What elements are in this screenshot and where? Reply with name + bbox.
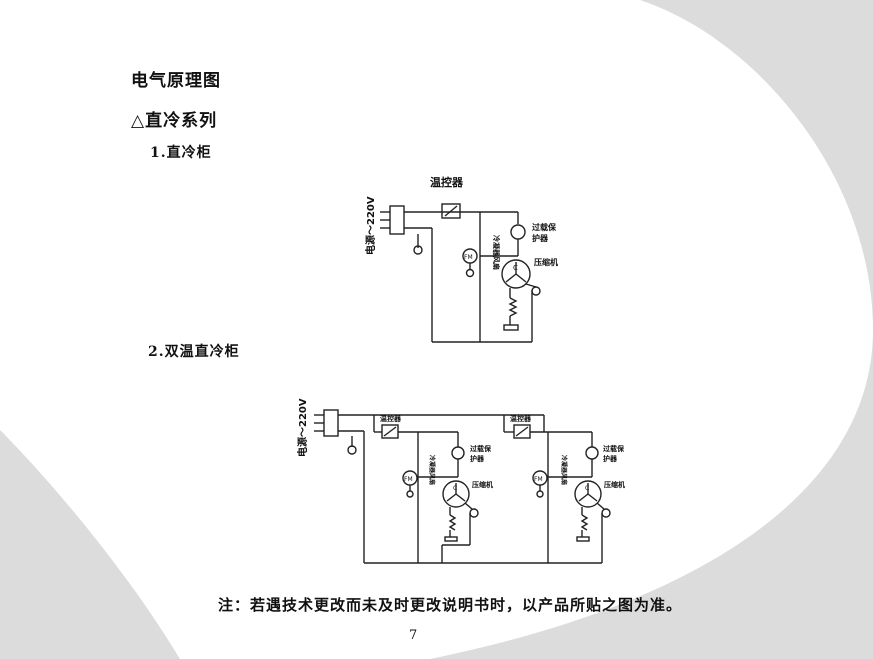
d2a-compressor-icon <box>442 480 470 508</box>
d1-plug-icon <box>380 205 405 235</box>
d1-ground-icon <box>413 245 423 255</box>
d1-power-label: 电源～220V <box>364 196 377 255</box>
d2a-fan-symbol: FM <box>404 476 413 483</box>
d2b-compressor-ground-icon <box>601 508 611 518</box>
d2b-compressor-symbol: C <box>585 485 589 492</box>
diagram-2-schematic: 电源～220V 温控器 过载保 护器 FM 冷凝器风扇 C 压缩机 温控器 <box>296 398 625 564</box>
d2b-fan-label: 冷凝器风扇 <box>560 455 568 485</box>
d2b-compressor-label: 压缩机 <box>604 480 625 489</box>
d2b-overload-label-1: 过载保 <box>603 444 625 453</box>
page-title: 电气原理图 <box>131 71 221 91</box>
d2b-fan-symbol: FM <box>534 476 543 483</box>
d1-fan-symbol: FM <box>464 254 473 261</box>
footnote: 注：若遇技术更改而未及时更改说明书时，以产品所贴之图为准。 <box>218 596 683 614</box>
d1-compressor-ground-icon <box>531 286 541 296</box>
d2a-fan-ground-icon <box>406 490 414 498</box>
d1-thermostat-icon <box>441 203 461 219</box>
d2a-fan-label: 冷凝器风扇 <box>428 455 436 485</box>
series-subtitle: △直冷系列 <box>131 111 218 131</box>
d2b-relay-coil-icon <box>580 514 589 531</box>
d2b-overload-label-2: 护器 <box>603 454 618 463</box>
d1-relay-coil-icon <box>508 297 518 317</box>
d2b-overload-icon <box>585 446 599 460</box>
section-1-label: 1.直冷柜 <box>150 145 212 161</box>
d1-overload-label-1: 过载保 <box>532 222 557 232</box>
d2b-thermostat-label: 温控器 <box>510 414 532 423</box>
d2b-fan-ground-icon <box>536 490 544 498</box>
d2-plug-icon <box>314 409 339 437</box>
d2a-overload-label-2: 护器 <box>470 454 485 463</box>
d2a-compressor-symbol: C <box>453 485 457 492</box>
d1-compressor-label: 压缩机 <box>534 257 558 267</box>
d2a-compressor-ground-icon <box>469 508 479 518</box>
diagram-1-schematic: 温控器 电源～220V 过载保 护器 FM 冷凝器风扇 C 压缩机 <box>364 175 558 343</box>
d2-power-label: 电源～220V <box>296 398 309 457</box>
section-2-label: 2.双温直冷柜 <box>148 344 240 360</box>
d2-ground-icon <box>347 445 357 455</box>
d1-fan-ground-icon <box>465 268 475 278</box>
d1-thermostat-label: 温控器 <box>430 175 464 189</box>
d1-compressor-icon <box>501 259 531 289</box>
d2a-overload-icon <box>451 446 465 460</box>
d2a-thermostat-label: 温控器 <box>380 414 402 423</box>
d2a-overload-label-1: 过载保 <box>470 444 492 453</box>
d1-overload-icon <box>510 224 526 240</box>
page-number: 7 <box>409 628 418 643</box>
d1-overload-label-2: 护器 <box>532 233 549 243</box>
d2b-compressor-icon <box>574 480 602 508</box>
d2a-relay-coil-icon <box>448 514 457 531</box>
d2a-compressor-label: 压缩机 <box>472 480 493 489</box>
d1-fan-label: 冷凝器风扇 <box>492 235 501 270</box>
